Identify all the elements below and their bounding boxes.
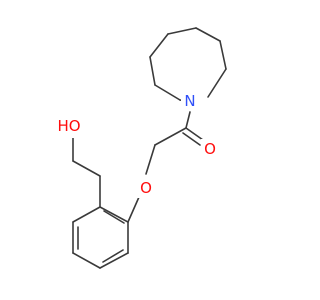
bond <box>99 206 129 223</box>
aromatic-inner-bond <box>102 249 124 263</box>
benzene-ring <box>72 129 140 269</box>
bond <box>154 127 187 146</box>
double-bond <box>182 132 201 146</box>
ether-oxygen-label: O <box>140 179 152 197</box>
bond <box>72 252 101 269</box>
bond <box>167 27 197 35</box>
bond <box>195 27 221 42</box>
molecule-structure: N O O HO <box>52 27 227 269</box>
bond <box>72 160 101 177</box>
amide-group <box>145 111 204 175</box>
bond <box>99 252 129 269</box>
bond <box>127 196 140 223</box>
double-bond <box>185 127 204 141</box>
bond <box>219 40 227 70</box>
bond <box>149 56 156 86</box>
azepane-ring <box>149 27 227 105</box>
carbonyl-oxygen-label: O <box>204 140 216 158</box>
atom-labels: N O O HO <box>52 91 219 198</box>
bond <box>72 206 101 223</box>
bond <box>207 68 227 98</box>
aromatic-inner-bond <box>103 210 125 224</box>
bond <box>145 144 156 175</box>
nitrogen-atom-label: N <box>184 92 195 110</box>
bond <box>149 33 169 58</box>
hydroxyl-group-label: HO <box>57 117 80 135</box>
bond <box>154 84 181 101</box>
bond <box>185 111 191 129</box>
